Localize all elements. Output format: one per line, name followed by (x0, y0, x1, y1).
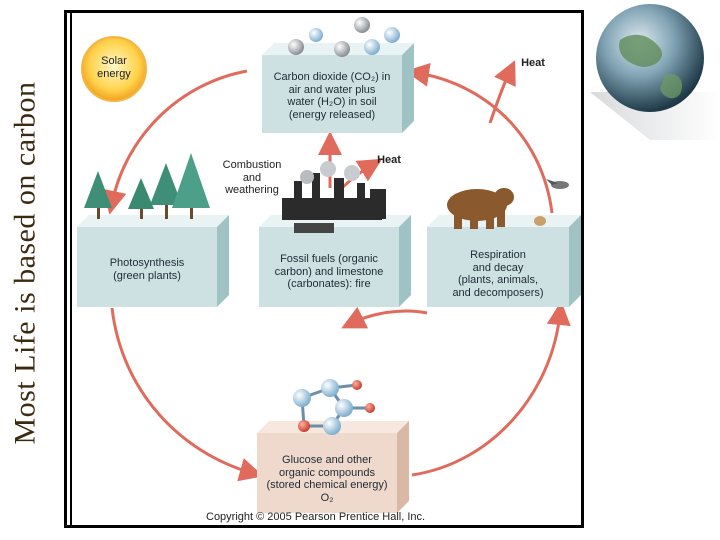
rabbit-icon (534, 216, 546, 226)
heat-mid-label: Heat (377, 154, 401, 166)
copyright-notice: Copyright © 2005 Pearson Prentice Hall, … (206, 511, 426, 523)
combustion-weathering-label: Combustion and weathering (222, 159, 282, 196)
co2-molecules (288, 17, 400, 57)
carbon-cycle-diagram (77, 17, 581, 513)
arrow-respiration-to-fossil (341, 306, 428, 329)
cycle-arrows (102, 62, 571, 482)
solar-energy-label: Solar energy (97, 55, 131, 80)
heat-top-label: Heat (521, 57, 545, 69)
arrow-heat-top (488, 60, 516, 124)
bear-icon (447, 188, 514, 229)
carbon-cycle-figure: Solar energy Heat Heat Combustion and we… (64, 10, 584, 528)
glucose-box (257, 421, 409, 513)
slide-title: Most Life is based on carbon (4, 8, 48, 518)
co2-box-text: Carbon dioxide (CO₂) in air and water pl… (273, 71, 391, 121)
respiration-box-text: Respiration and decay (plants, animals, … (452, 249, 544, 299)
fossil-box-text: Fossil fuels (organic carbon) and limest… (274, 253, 384, 290)
globe-icon (590, 0, 720, 140)
arrow-glucose-to-respiration (411, 301, 571, 477)
factory-icon (282, 161, 386, 233)
arrow-co2-to-photosynthesis (102, 69, 248, 215)
arrow-photosynthesis-to-glucose (110, 307, 264, 482)
bird-icon (546, 179, 569, 189)
arrow-respiration-to-co2 (405, 62, 554, 214)
glucose-molecule-icon (293, 379, 375, 435)
fossil-box (259, 215, 411, 307)
photosynthesis-box (77, 215, 229, 307)
photosynthesis-box-text: Photosynthesis (green plants) (109, 257, 185, 282)
sun-icon (81, 36, 147, 102)
slide-title-text: Most Life is based on carbon (9, 81, 42, 445)
figure-inner-border: Solar energy Heat Heat Combustion and we… (70, 13, 581, 525)
trees-icon (84, 153, 210, 219)
glucose-box-text: Glucose and other organic compounds (sto… (266, 454, 388, 504)
